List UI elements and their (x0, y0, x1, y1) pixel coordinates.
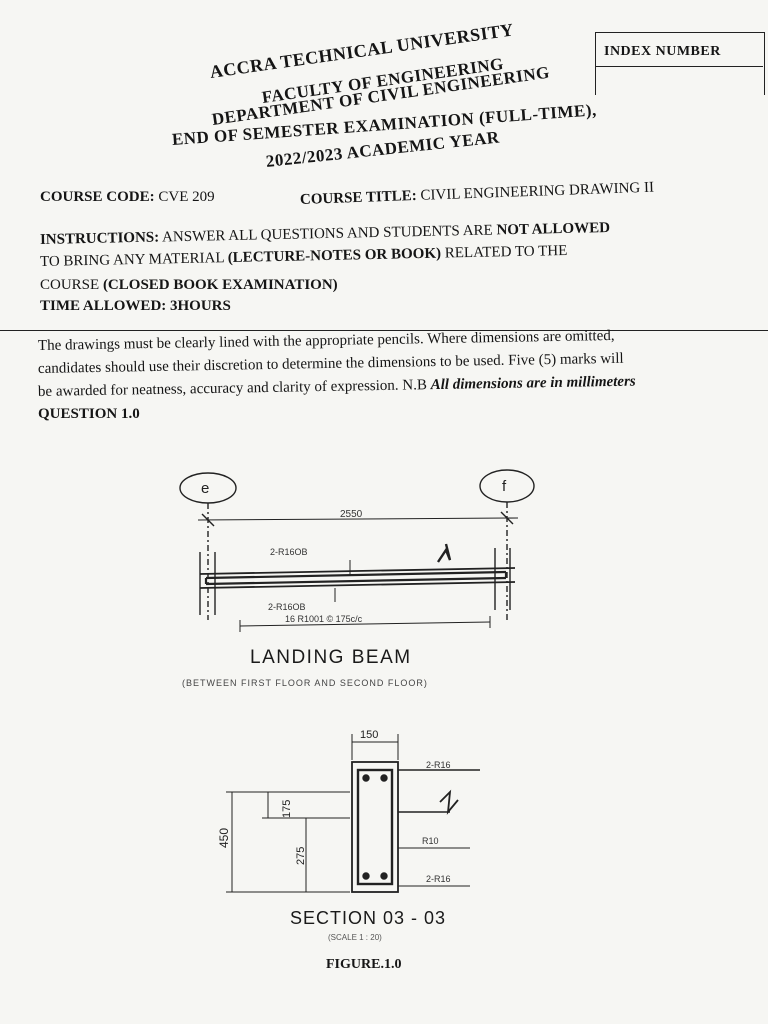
instructions-text-2: TO BRING ANY MATERIAL (39, 250, 225, 270)
grid-label-e: e (201, 480, 209, 497)
section-dim-upper-label: 175 (281, 800, 293, 818)
time-allowed: TIME ALLOWED: 3HOURS (40, 298, 231, 314)
instructions-materials: (LECTURE-NOTES OR BOOK) (227, 245, 442, 267)
beam-bottom-bars-label: 2-R16OB (268, 602, 306, 612)
body-line-2: candidates should use their discretion t… (37, 350, 624, 377)
course-title: COURSE TITLE: CIVIL ENGINEERING DRAWING … (300, 180, 655, 209)
index-number-divider (595, 66, 763, 67)
instructions-closed-book: (CLOSED BOOK EXAMINATION) (102, 277, 338, 293)
question-heading: QUESTION 1.0 (38, 406, 140, 422)
body-text-3: be awarded for neatness, accuracy and cl… (37, 377, 428, 400)
beam-subtitle: (BETWEEN FIRST FLOOR AND SECOND FLOOR) (182, 678, 428, 688)
landing-beam-drawing: 2550 e f 2-R16OB 2-R16OB 16 R1001 © 175c… (179, 469, 535, 688)
grid-bubble-f (479, 469, 535, 503)
figure-caption: FIGURE.1.0 (326, 957, 402, 972)
section-top-bars-label: 2-R16 (426, 760, 451, 770)
section-depth-label: 450 (217, 828, 231, 848)
section-bottom-bars-label: 2-R16 (426, 874, 451, 884)
instructions-text-2b: RELATED TO THE (444, 242, 568, 262)
section-stirrup-label: R10 (422, 836, 439, 846)
course-title-value: CIVIL ENGINEERING DRAWING II (420, 179, 655, 204)
index-number-box[interactable] (595, 32, 765, 95)
course-code-label: COURSE CODE: (40, 189, 155, 205)
section-title: SECTION 03 - 03 (290, 908, 446, 928)
beam-title: LANDING BEAM (250, 647, 412, 668)
beam-top-bars-label: 2-R16OB (270, 547, 308, 557)
instructions-not-allowed: NOT ALLOWED (496, 220, 611, 239)
instructions-label: INSTRUCTIONS: (39, 229, 160, 248)
instructions-text-3: COURSE (40, 277, 100, 293)
body-line-1: The drawings must be clearly lined with … (37, 327, 615, 354)
beam-stirrups-label: 16 R1001 © 175c/c (285, 614, 363, 624)
header-divider (0, 330, 768, 331)
course-title-label: COURSE TITLE: (299, 187, 418, 208)
section-scale: (SCALE 1 : 20) (328, 933, 382, 942)
course-code-value: CVE 209 (158, 189, 215, 205)
body-note-italic: All dimensions are in millimeters (430, 373, 636, 394)
course-code: COURSE CODE: CVE 209 (40, 189, 215, 206)
instructions-line-3: COURSE (CLOSED BOOK EXAMINATION) (40, 277, 338, 294)
section-width-label: 150 (360, 729, 378, 741)
section-dim-lower-label: 275 (295, 847, 307, 865)
grid-label-f: f (502, 478, 507, 495)
index-number-label: INDEX NUMBER (604, 44, 721, 59)
body-line-3: be awarded for neatness, accuracy and cl… (38, 374, 636, 401)
instructions-text-1: ANSWER ALL QUESTIONS AND STUDENTS ARE (161, 222, 493, 246)
beam-span-label: 2550 (340, 509, 363, 520)
section-drawing: 150 450 175 275 2-R16 R10 2-R16 SECTION … (217, 729, 480, 942)
